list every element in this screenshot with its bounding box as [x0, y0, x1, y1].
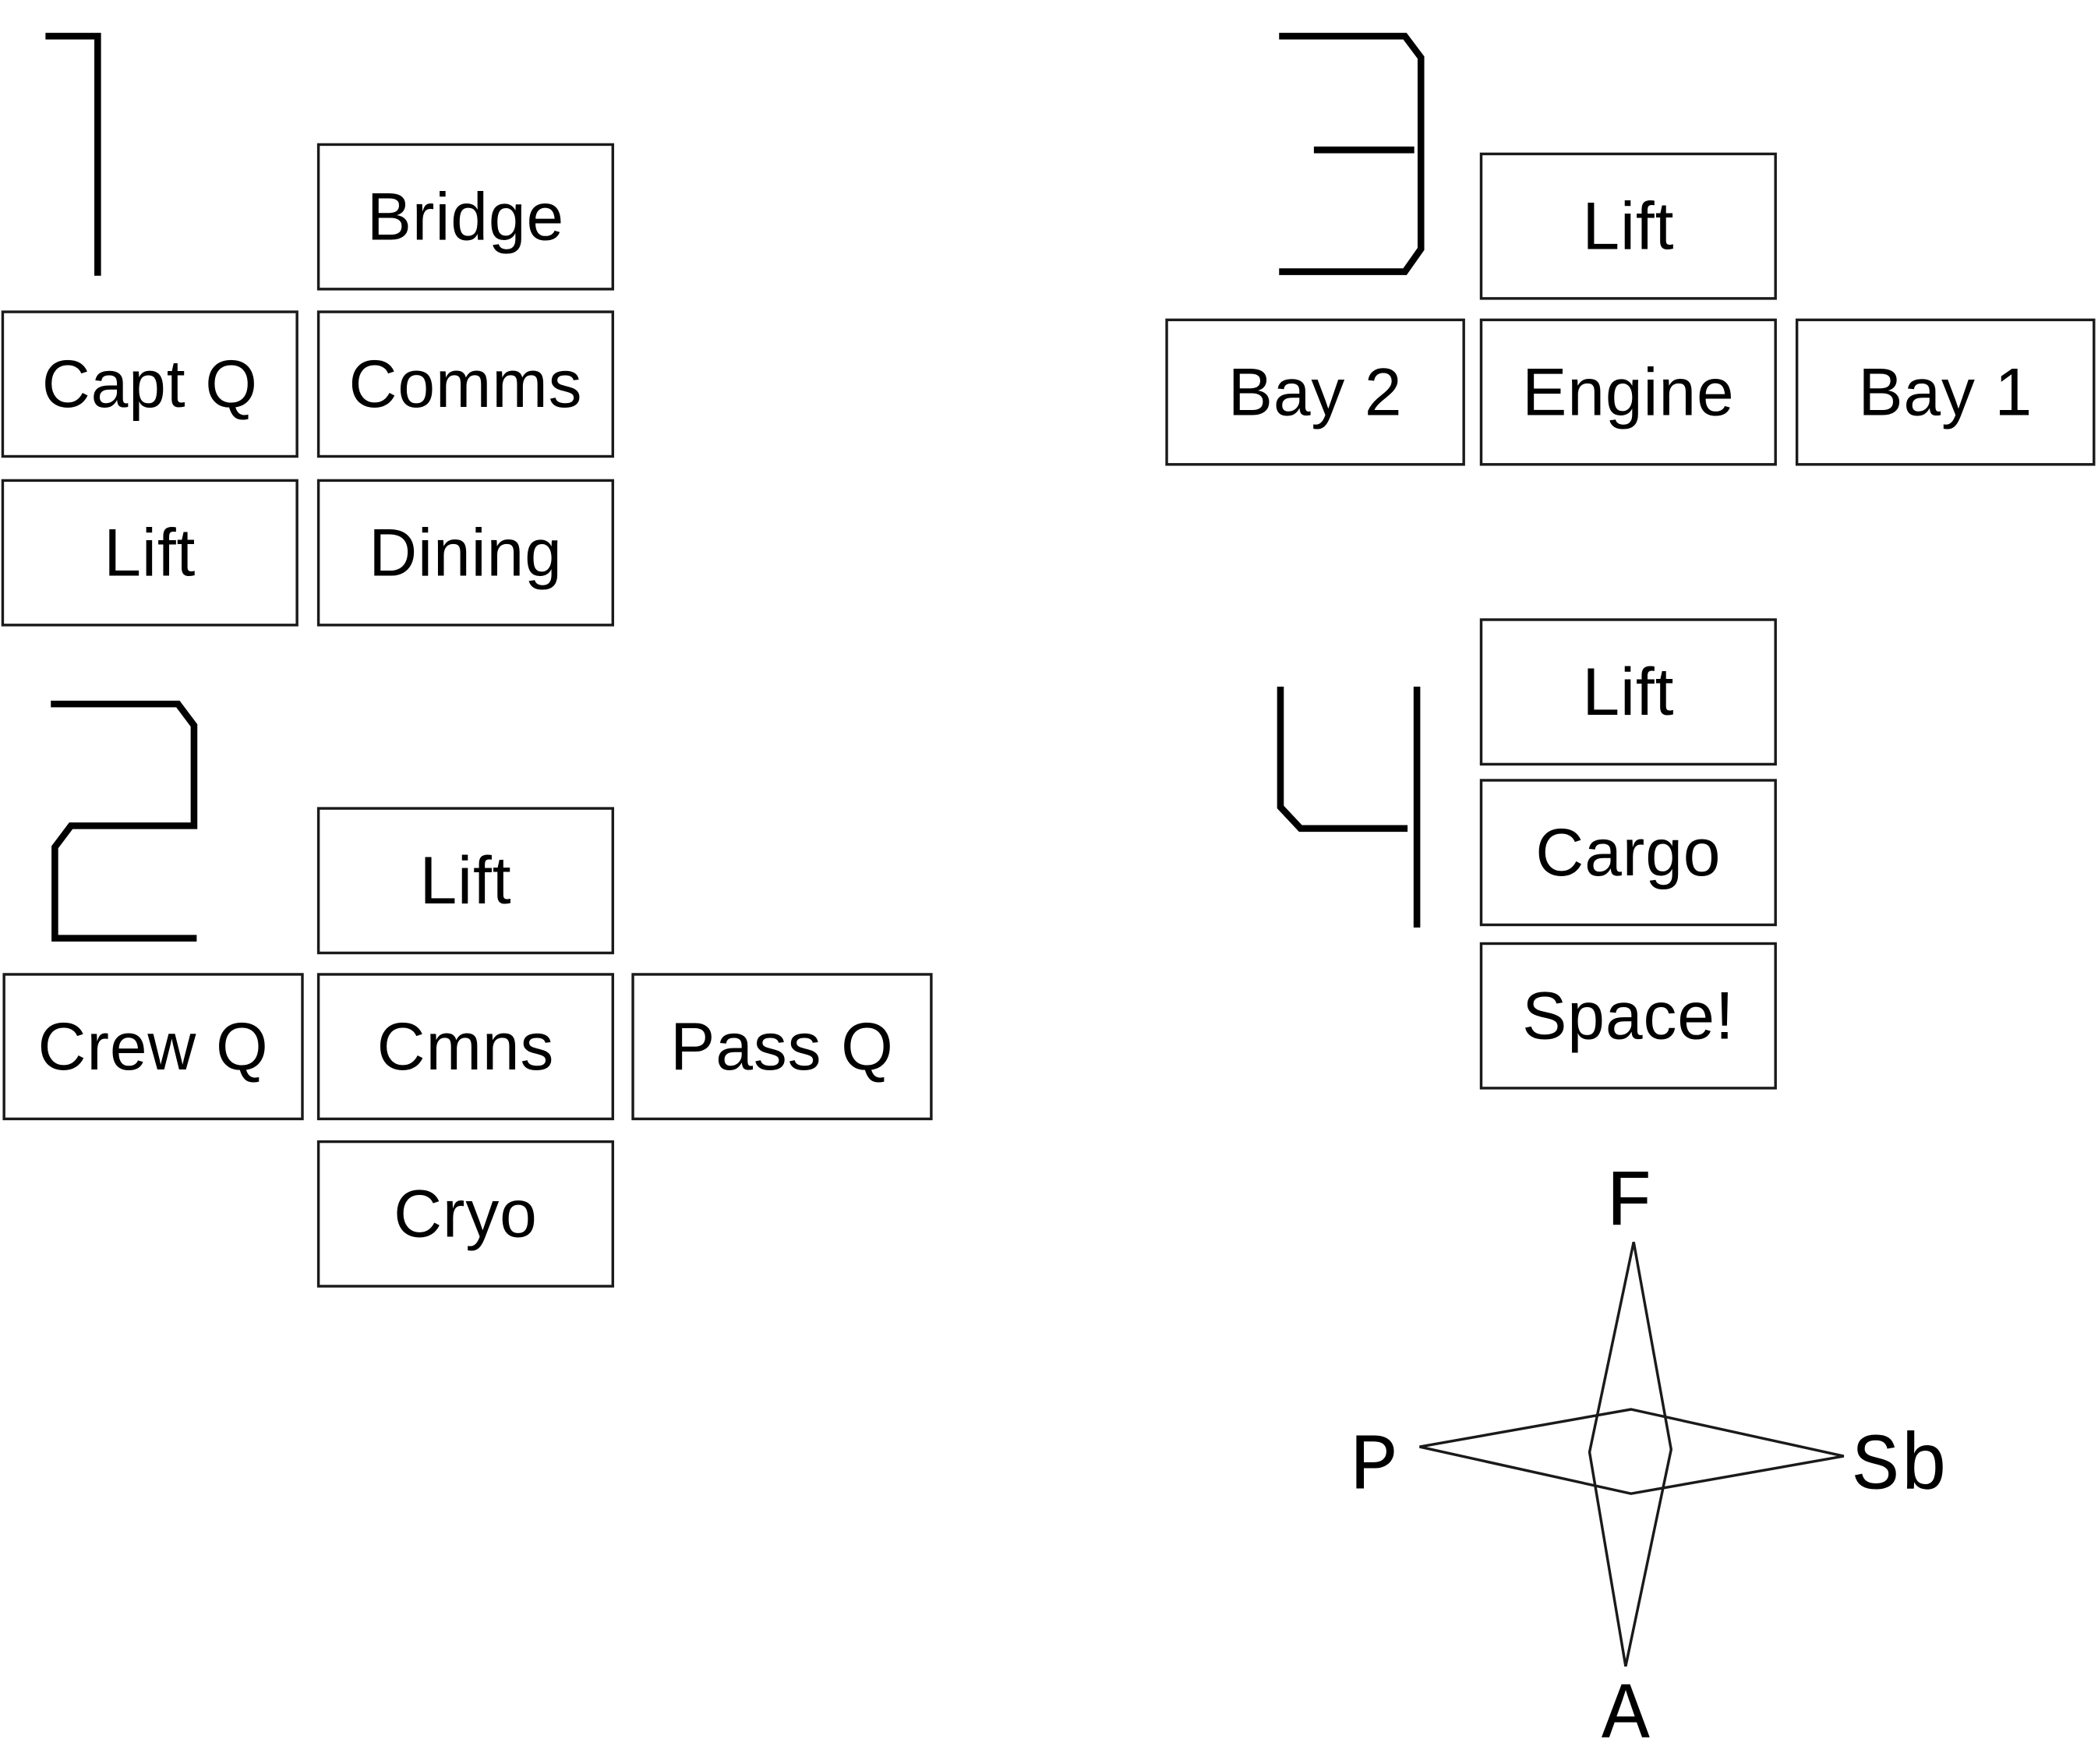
deck4-room-space: Space! [1479, 942, 1777, 1090]
deck1-room-comms: Comms [316, 310, 615, 458]
compass-label-port: P [1350, 1421, 1398, 1512]
deck2-room-crew-q: Crew Q [2, 973, 304, 1121]
deck-number-2-glyph [45, 696, 206, 950]
deck1-room-capt-q: Capt Q [1, 310, 298, 458]
compass-port-starboard-needle [1419, 1408, 1845, 1495]
deck3-room-bay-1: Bay 1 [1795, 318, 2096, 466]
compass-label-starboard: Sb [1852, 1421, 1948, 1512]
deck3-room-bay-2: Bay 2 [1165, 318, 1465, 466]
compass-fore-aft-needle [1588, 1242, 1673, 1667]
deck1-room-dining: Dining [316, 479, 615, 627]
compass-label-forward: F [1605, 1158, 1654, 1249]
deck1-room-lift: Lift [1, 479, 298, 627]
deck3-room-lift: Lift [1479, 152, 1777, 300]
deck-number-1-glyph [41, 30, 121, 284]
deck4-room-lift: Lift [1479, 618, 1777, 766]
deck-number-3-glyph [1275, 30, 1436, 284]
deck1-room-bridge: Bridge [316, 143, 615, 291]
compass-label-aft: A [1602, 1670, 1650, 1754]
deck2-room-pass-q: Pass Q [631, 973, 933, 1121]
deck4-room-cargo: Cargo [1479, 779, 1777, 927]
deck2-room-lift: Lift [316, 807, 615, 955]
compass-rose: F A P Sb [1338, 1151, 1967, 1754]
deck2-room-cmns: Cmns [316, 973, 615, 1121]
deck2-room-cryo: Cryo [316, 1140, 615, 1288]
deck-number-4-glyph [1273, 683, 1434, 937]
deck3-room-engine: Engine [1479, 318, 1777, 466]
